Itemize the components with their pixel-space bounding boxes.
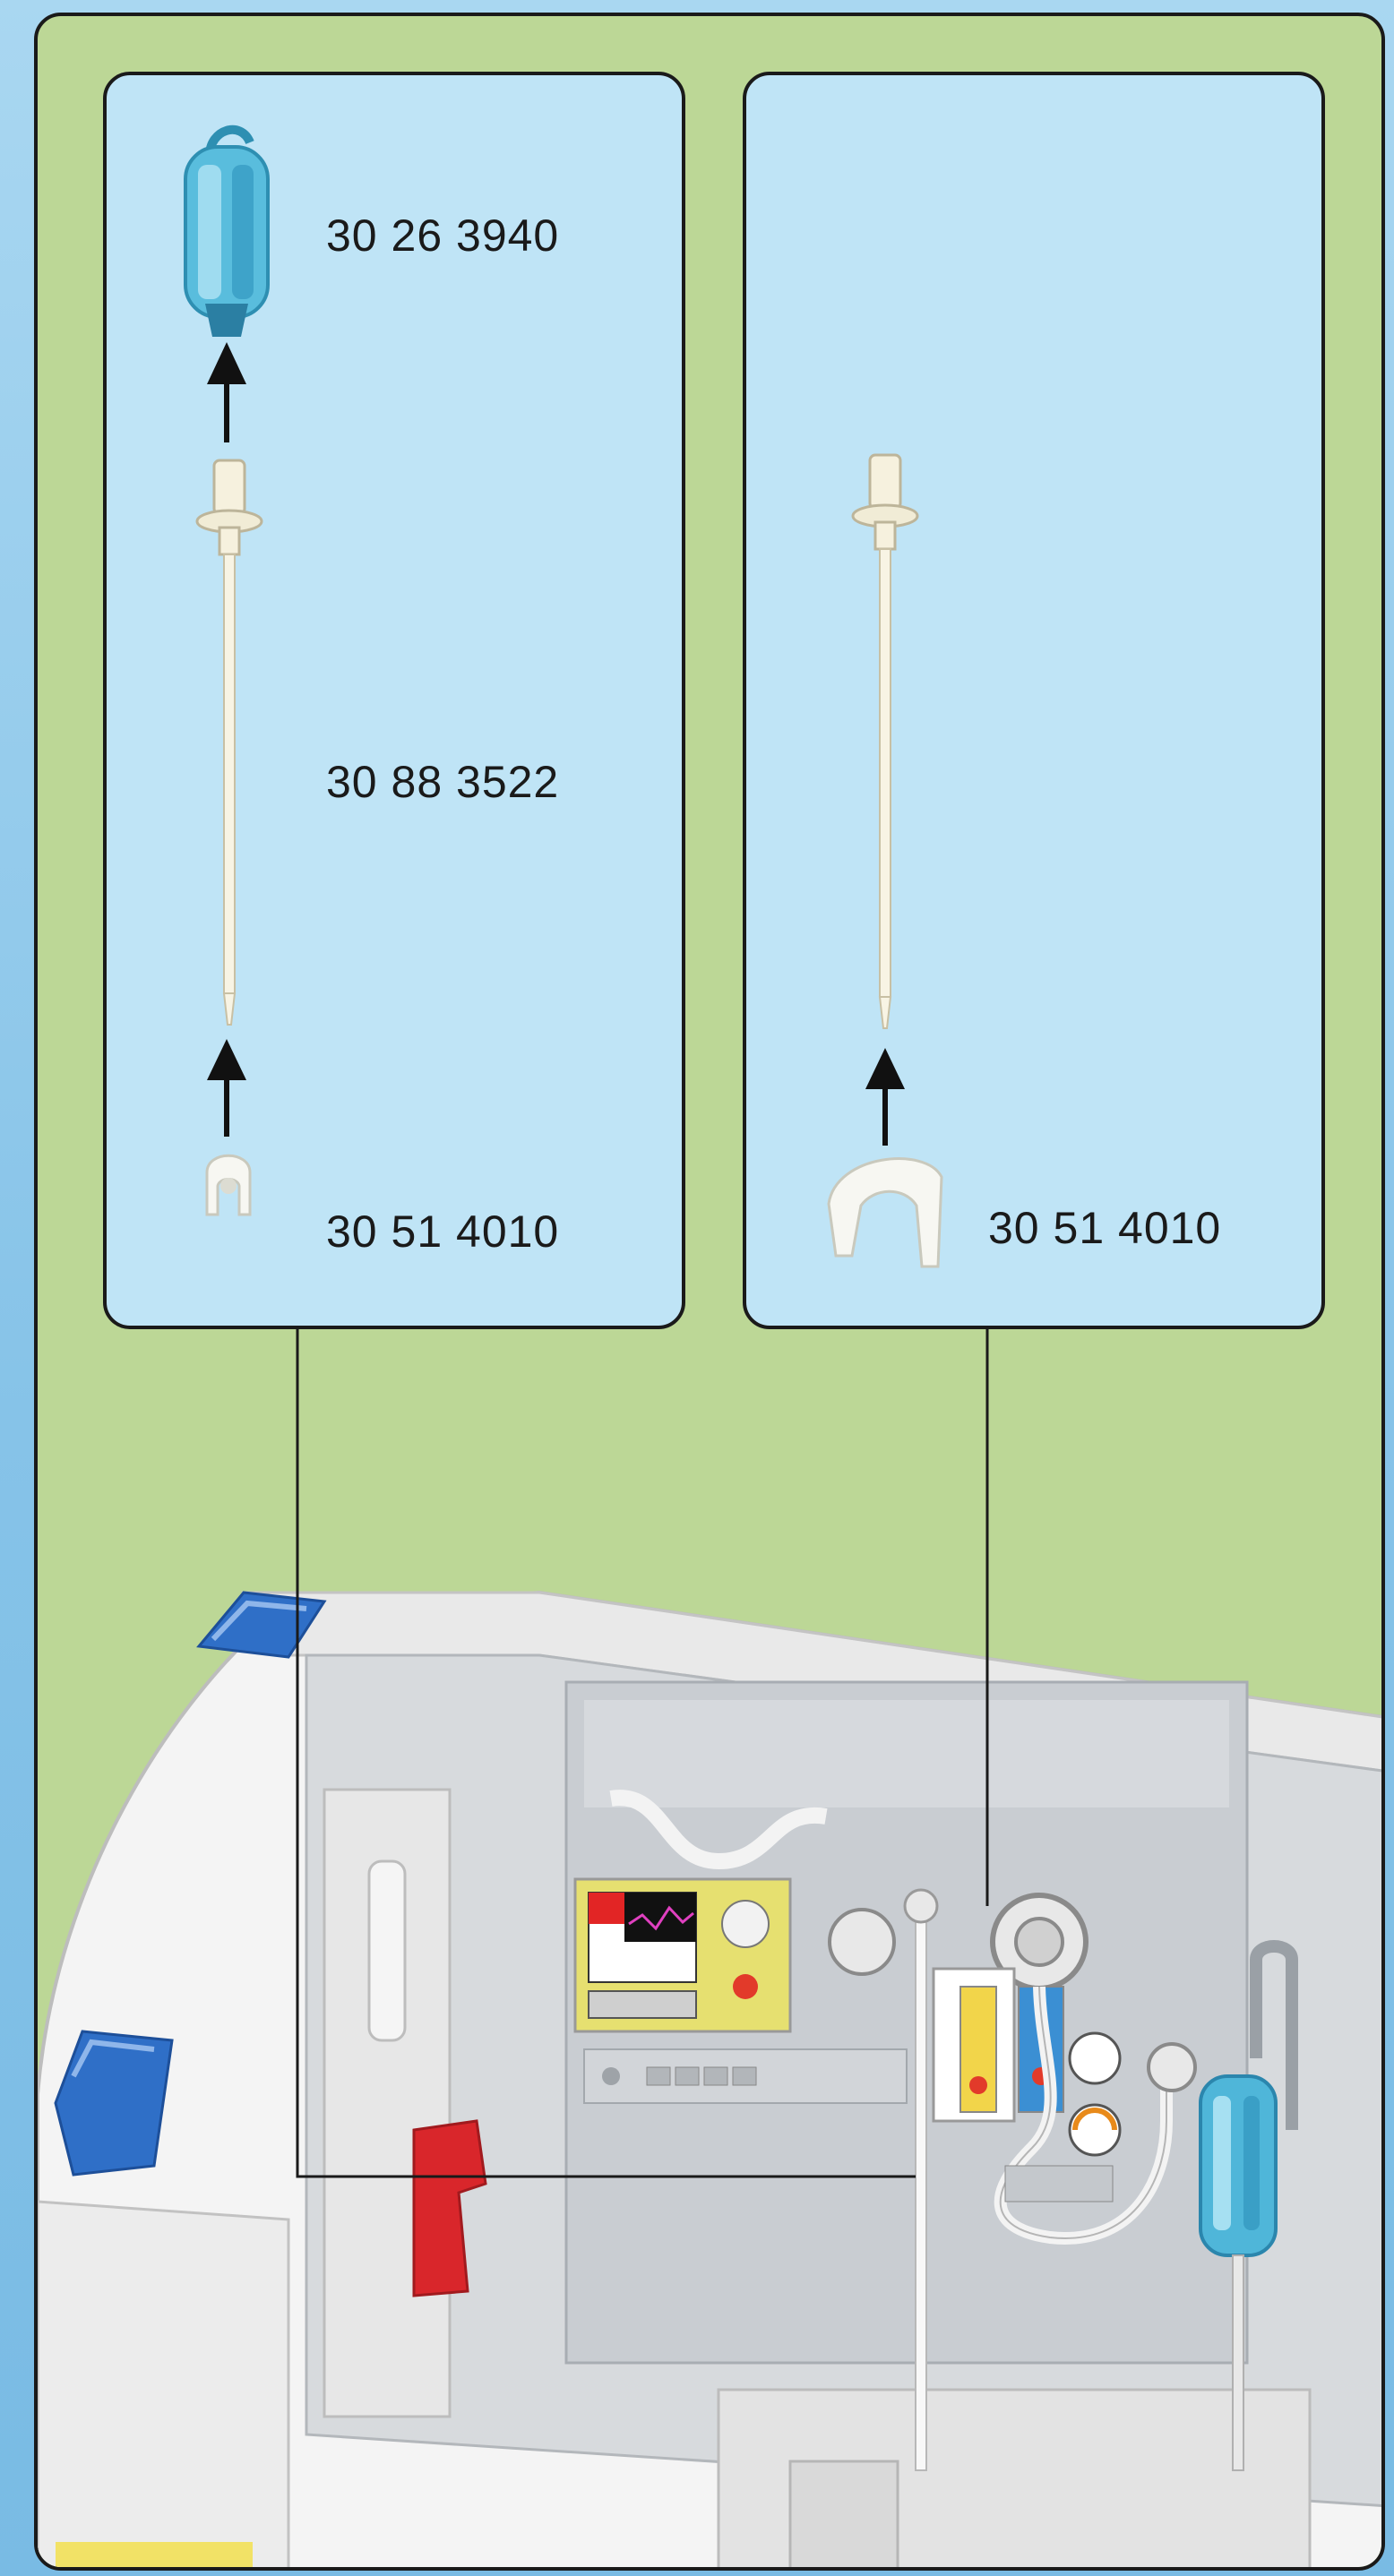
ambulance-interior-illustration <box>38 16 1385 2571</box>
patient-monitor-icon <box>575 1879 790 2031</box>
beacon-light-icon <box>56 2031 172 2175</box>
wall-outlet-icon <box>830 1910 894 1974</box>
instruction-frame: 30 26 3940 30 88 3522 30 51 4010 <box>34 13 1385 2571</box>
iv-pole-icon <box>916 1906 926 2470</box>
pressure-gauge-icon <box>1070 2033 1120 2083</box>
